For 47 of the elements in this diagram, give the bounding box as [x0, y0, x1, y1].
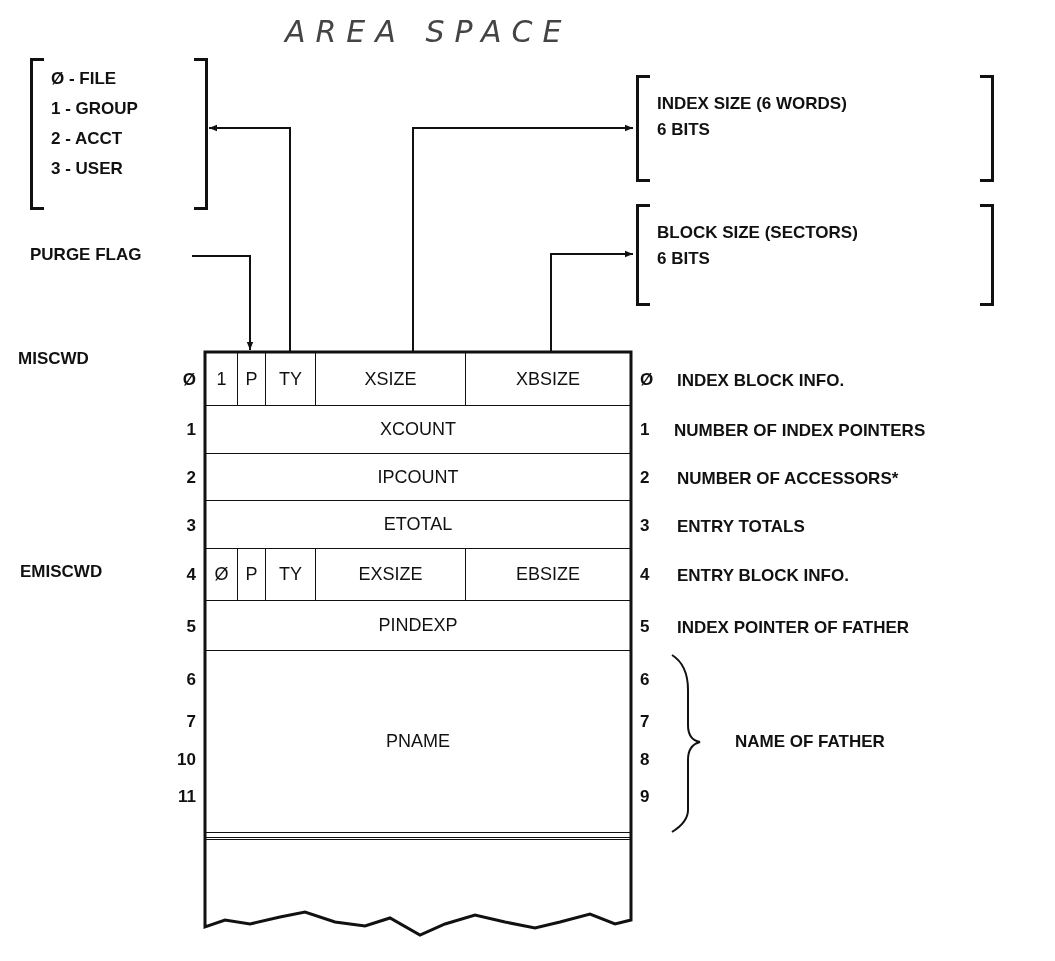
- word-number: 1: [640, 419, 650, 441]
- memory-record: [205, 352, 631, 937]
- field-description: NAME OF FATHER: [735, 731, 885, 753]
- word-number: 7: [186, 711, 196, 733]
- word-number: 10: [177, 749, 196, 771]
- word-number: 5: [640, 616, 650, 638]
- list-item: 2 - ACCT: [51, 128, 123, 150]
- word-number: 3: [186, 515, 196, 537]
- field-description: NUMBER OF ACCESSORS*: [677, 468, 899, 490]
- list-item: 1 - GROUP: [51, 98, 138, 120]
- word-number: 4: [186, 564, 196, 586]
- arrow: [208, 124, 291, 353]
- field-description: INDEX BLOCK INFO.: [677, 370, 845, 392]
- word-number: Ø: [640, 369, 654, 391]
- word-number: 1: [186, 419, 196, 441]
- word-number: 2: [640, 467, 650, 489]
- word-number: 6: [186, 669, 196, 691]
- list-item: 3 - USER: [51, 158, 123, 180]
- word-number: 5: [186, 616, 196, 638]
- arrow: [550, 250, 634, 353]
- word-number: 4: [640, 564, 650, 586]
- word-name: EMISCWD: [20, 561, 103, 583]
- field-description: 6 BITS: [657, 119, 710, 141]
- handwritten-title: AREA SPACE: [285, 14, 572, 50]
- word-number: 9: [640, 786, 650, 808]
- arrow: [191, 255, 254, 351]
- word-number: 8: [640, 749, 650, 771]
- bracketed-note: [30, 58, 208, 210]
- word-number: 3: [640, 515, 650, 537]
- list-item: Ø - FILE: [51, 68, 117, 90]
- field-description: ENTRY TOTALS: [677, 516, 805, 538]
- field-description: INDEX POINTER OF FATHER: [677, 617, 910, 639]
- field-description: INDEX SIZE (6 WORDS): [657, 93, 847, 115]
- word-name: MISCWD: [18, 348, 89, 370]
- word-number: 7: [640, 711, 650, 733]
- word-number: Ø: [182, 369, 196, 391]
- annotation-text: PURGE FLAG: [30, 244, 142, 266]
- arrow: [412, 124, 634, 353]
- word-number: 2: [186, 467, 196, 489]
- word-number: 6: [640, 669, 650, 691]
- bracketed-note: [636, 75, 994, 182]
- field-description: NUMBER OF INDEX POINTERS: [674, 420, 926, 442]
- field-description: 6 BITS: [657, 248, 710, 270]
- word-number: 11: [178, 786, 196, 808]
- bracketed-note: [636, 204, 994, 306]
- field-description: BLOCK SIZE (SECTORS): [657, 222, 858, 244]
- field-description: ENTRY BLOCK INFO.: [677, 565, 849, 587]
